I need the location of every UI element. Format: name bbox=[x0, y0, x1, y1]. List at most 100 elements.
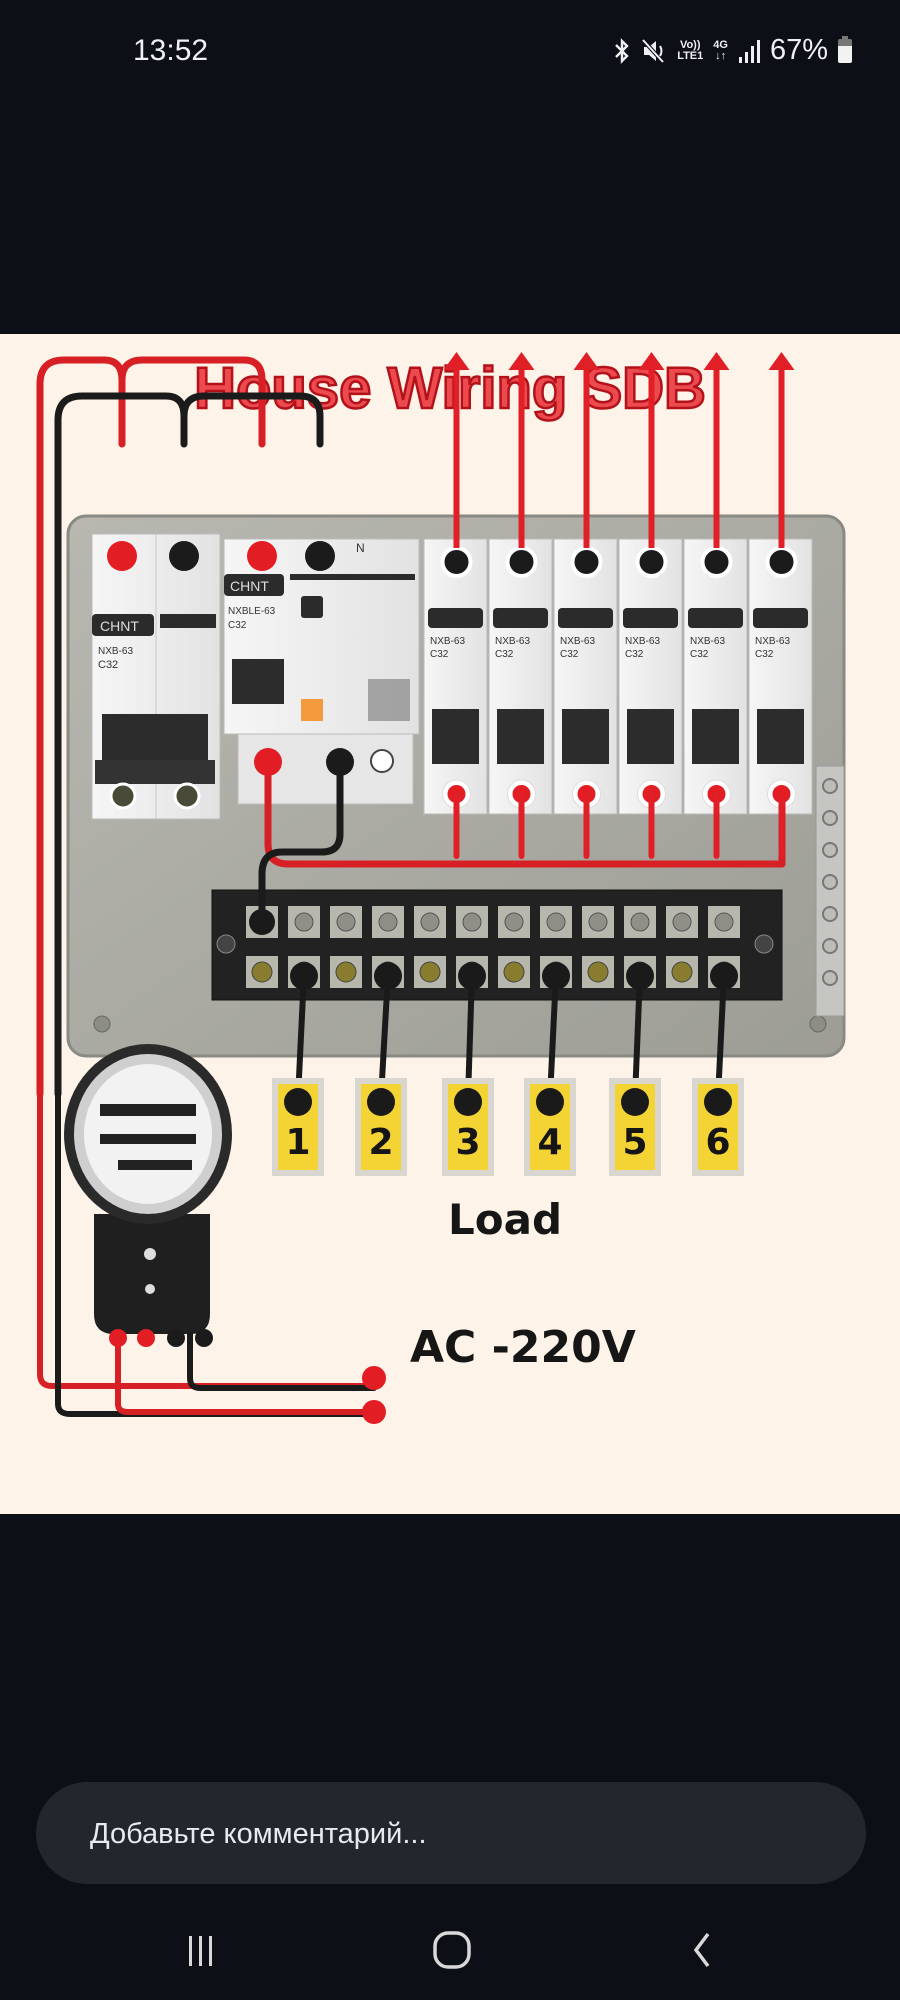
neutral-terminal bbox=[169, 541, 199, 571]
earth-screw bbox=[822, 938, 838, 954]
terminal-top-screw bbox=[672, 912, 692, 932]
mcb-rating: C32 bbox=[560, 649, 579, 660]
load-terminal bbox=[458, 962, 486, 990]
mcb-label-strip bbox=[493, 608, 548, 628]
earth-screw bbox=[822, 778, 838, 794]
back-button[interactable] bbox=[664, 1920, 744, 1980]
terminal-top-screw bbox=[378, 912, 398, 932]
rccb-live-terminal bbox=[247, 541, 277, 571]
terminal-top-screw bbox=[714, 912, 734, 932]
mcb-feed-wires bbox=[453, 791, 785, 859]
live-terminal bbox=[107, 541, 137, 571]
main-breaker-handle bbox=[102, 714, 208, 762]
comment-box[interactable] bbox=[36, 1782, 866, 1886]
mcb-body bbox=[553, 538, 618, 815]
load-wire bbox=[632, 973, 643, 1099]
terminal-top-screw bbox=[420, 912, 440, 932]
back-icon bbox=[693, 1932, 710, 1968]
load-wire-end bbox=[454, 1088, 482, 1116]
main-breaker-brand: CHNT bbox=[100, 618, 139, 634]
output-arrow-head bbox=[768, 352, 795, 370]
panel-screw bbox=[809, 1015, 827, 1033]
mcb-top-terminal bbox=[570, 546, 603, 578]
volte-icon: Vo)) LTE1 bbox=[677, 39, 703, 62]
recents-icon bbox=[189, 1936, 212, 1966]
load-terminal bbox=[374, 962, 402, 990]
supply-terminal-neutral bbox=[362, 1400, 386, 1424]
output-arrow-head bbox=[573, 352, 600, 370]
clock: 13:52 bbox=[133, 34, 209, 67]
home-button[interactable] bbox=[412, 1920, 492, 1980]
image-viewer[interactable]: House Wiring SDB CHNT NXB-63 C32 CH bbox=[0, 334, 900, 1514]
mcb-handle bbox=[497, 709, 544, 764]
status-bar: 13:52 Vo)) LTE1 4G ↓↑ 67% bbox=[0, 0, 900, 110]
mcb-label-strip bbox=[623, 608, 678, 628]
load-number: 1 bbox=[285, 1122, 310, 1163]
load-wire bbox=[715, 973, 727, 1099]
earth-screw bbox=[822, 810, 838, 826]
mcb-rating: C32 bbox=[625, 649, 644, 660]
4g-data-icon: 4G ↓↑ bbox=[713, 38, 728, 62]
live-wire-rccb bbox=[118, 356, 266, 448]
terminal-block-mount-screw bbox=[216, 934, 236, 954]
mcb-top-terminal bbox=[505, 546, 538, 578]
mcb-group: NXB-63C32NXB-63C32NXB-63C32NXB-63C32NXB-… bbox=[423, 538, 813, 815]
rccb-handle bbox=[232, 659, 284, 704]
load-number: 2 bbox=[368, 1122, 393, 1163]
mcb-handle bbox=[692, 709, 739, 764]
network-type-text: 4G bbox=[713, 38, 728, 51]
load-wire bbox=[465, 973, 475, 1099]
mcb-top-terminal bbox=[700, 546, 733, 578]
output-arrow-head bbox=[443, 352, 470, 370]
load-number: 5 bbox=[622, 1122, 647, 1163]
load-number: 4 bbox=[537, 1122, 562, 1163]
rccb-live-out-terminal bbox=[254, 748, 282, 776]
mcb-label-strip bbox=[558, 608, 613, 628]
load-terminal bbox=[290, 962, 318, 990]
comment-input[interactable] bbox=[88, 1782, 832, 1886]
mcb-rating: C32 bbox=[430, 649, 449, 660]
mcb-model: NXB-63 bbox=[690, 636, 725, 647]
terminal-top-screw bbox=[462, 912, 482, 932]
mcb-rating: C32 bbox=[495, 649, 514, 660]
rccb-neutral-terminal bbox=[305, 541, 335, 571]
terminal-top-screw bbox=[588, 912, 608, 932]
supply-wires bbox=[37, 1091, 377, 1417]
load-wire-end bbox=[704, 1088, 732, 1116]
wiring-diagram-image: House Wiring SDB CHNT NXB-63 C32 CH bbox=[36, 352, 846, 1424]
rccb-indicator bbox=[301, 699, 323, 721]
recents-button[interactable] bbox=[161, 1920, 241, 1980]
mcb-rating: C32 bbox=[690, 649, 709, 660]
live-busbar-wire bbox=[264, 760, 786, 868]
mcb-model: NXB-63 bbox=[430, 636, 465, 647]
energy-meter bbox=[64, 1044, 232, 1334]
load-wires bbox=[290, 962, 738, 1099]
earth-screw bbox=[822, 970, 838, 986]
panel-screw bbox=[93, 1015, 111, 1033]
earth-screw bbox=[822, 906, 838, 922]
output-arrow-head bbox=[638, 352, 665, 370]
rccb-test-button bbox=[301, 596, 323, 618]
terminal-bottom-screw bbox=[251, 961, 273, 983]
load-wire-end bbox=[536, 1088, 564, 1116]
terminal-top-screw bbox=[504, 912, 524, 932]
load-wire bbox=[547, 973, 559, 1099]
terminal-top-screw bbox=[546, 912, 566, 932]
home-icon bbox=[433, 1931, 471, 1969]
mcb-model: NXB-63 bbox=[560, 636, 595, 647]
mcb-top-terminal bbox=[635, 546, 668, 578]
mcb-model: NXB-63 bbox=[755, 636, 790, 647]
wiring bbox=[36, 356, 786, 1098]
signal-icon bbox=[738, 39, 760, 63]
rccb: CHNT NXBLE-63 C32 N bbox=[223, 538, 420, 805]
mcb-top-terminal bbox=[440, 546, 473, 578]
supply-terminal-live bbox=[362, 1366, 386, 1390]
battery-icon bbox=[838, 35, 852, 63]
rccb-neutral-out-terminal bbox=[326, 748, 354, 776]
terminal-bottom-screw bbox=[503, 961, 525, 983]
mcb-body bbox=[423, 538, 488, 815]
